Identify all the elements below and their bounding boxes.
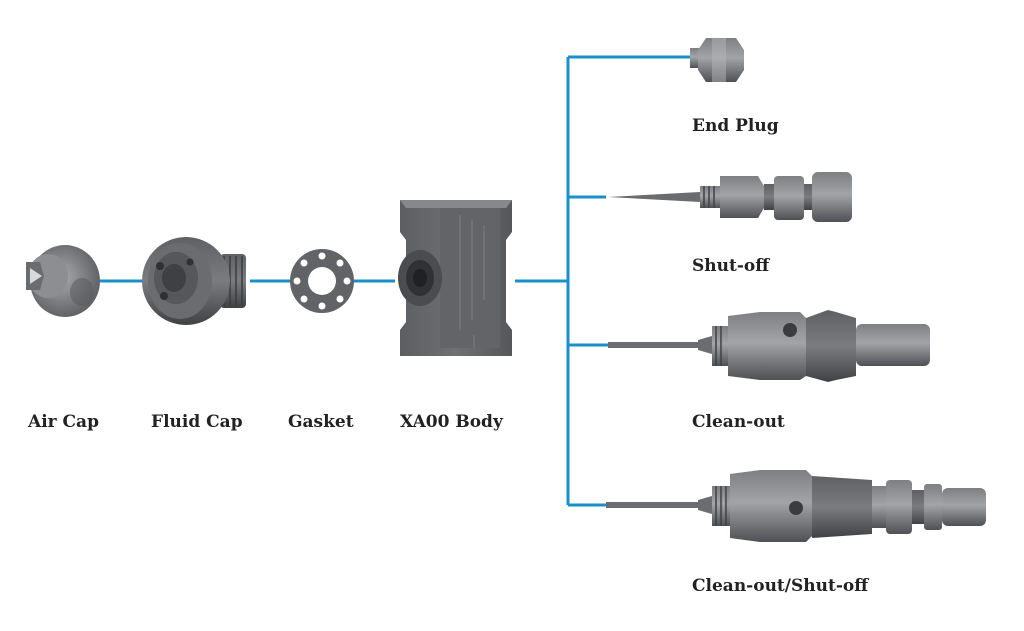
clean-out-shut-off-image	[606, 470, 986, 542]
label-gasket: Gasket	[288, 412, 354, 432]
label-air-cap: Air Cap	[28, 412, 99, 432]
label-fluid-cap: Fluid Cap	[151, 412, 243, 432]
label-end-plug: End Plug	[692, 116, 779, 136]
label-clean-out-shut-off: Clean-out/Shut-off	[692, 576, 869, 596]
end-plug-image	[690, 38, 744, 82]
xa00-body-image	[398, 200, 512, 356]
label-xa00-body: XA00 Body	[400, 412, 503, 432]
fluid-cap-image	[142, 237, 246, 325]
label-clean-out: Clean-out	[692, 412, 785, 432]
connector-lines	[100, 55, 696, 507]
clean-out-image	[608, 310, 930, 382]
gasket-image	[290, 249, 354, 313]
shut-off-image	[608, 172, 852, 222]
label-shut-off: Shut-off	[692, 256, 770, 276]
air-cap-image	[26, 245, 100, 317]
